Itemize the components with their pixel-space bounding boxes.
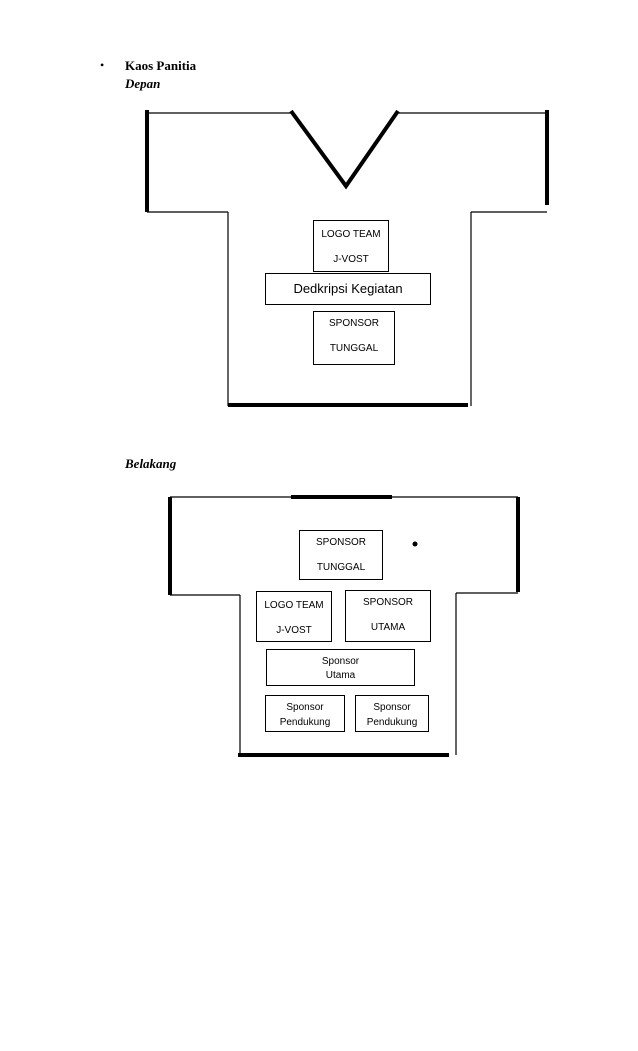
back-sponsor-tunggal-box: SPONSOR TUNGGAL — [299, 530, 383, 580]
sponsor-text: SPONSOR — [328, 318, 379, 329]
back-label: Belakang — [125, 456, 177, 471]
front-description-box: Dedkripsi Kegiatan — [265, 273, 431, 305]
sponsor-text: Sponsor — [373, 702, 411, 713]
sponsor-text: SPONSOR — [362, 597, 413, 608]
sponsor-type-text: TUNGGAL — [316, 562, 366, 573]
logo-name-text: J-VOST — [276, 625, 312, 636]
back-pendukung-right-box: Sponsor Pendukung — [355, 695, 429, 732]
sponsor-type-text: Pendukung — [366, 717, 418, 728]
section-title: Kaos Panitia — [125, 58, 197, 73]
dot-mark — [412, 541, 418, 547]
sponsor-text: Sponsor — [286, 702, 324, 713]
logo-team-text: LOGO TEAM — [321, 229, 381, 240]
logo-name-text: J-VOST — [333, 254, 369, 265]
bullet-icon: • — [100, 58, 105, 72]
front-sponsor-box: SPONSOR TUNGGAL — [313, 311, 395, 365]
description-text: Dedkripsi Kegiatan — [293, 281, 403, 296]
front-logo-box: LOGO TEAM J-VOST — [313, 220, 389, 272]
back-sponsor-utama-box: SPONSOR UTAMA — [345, 590, 431, 642]
sponsor-text: SPONSOR — [315, 537, 366, 548]
sponsor-type-text: TUNGGAL — [329, 343, 379, 354]
logo-team-text: LOGO TEAM — [264, 600, 324, 611]
sponsor-text: Sponsor — [321, 656, 360, 667]
back-sponsor-utama-wide-box: Sponsor Utama — [266, 649, 415, 686]
sponsor-type-text: Utama — [325, 670, 356, 681]
front-label: Depan — [125, 76, 161, 91]
back-logo-box: LOGO TEAM J-VOST — [256, 591, 332, 642]
sponsor-type-text: UTAMA — [370, 622, 406, 633]
sponsor-type-text: Pendukung — [279, 717, 331, 728]
back-pendukung-left-box: Sponsor Pendukung — [265, 695, 345, 732]
